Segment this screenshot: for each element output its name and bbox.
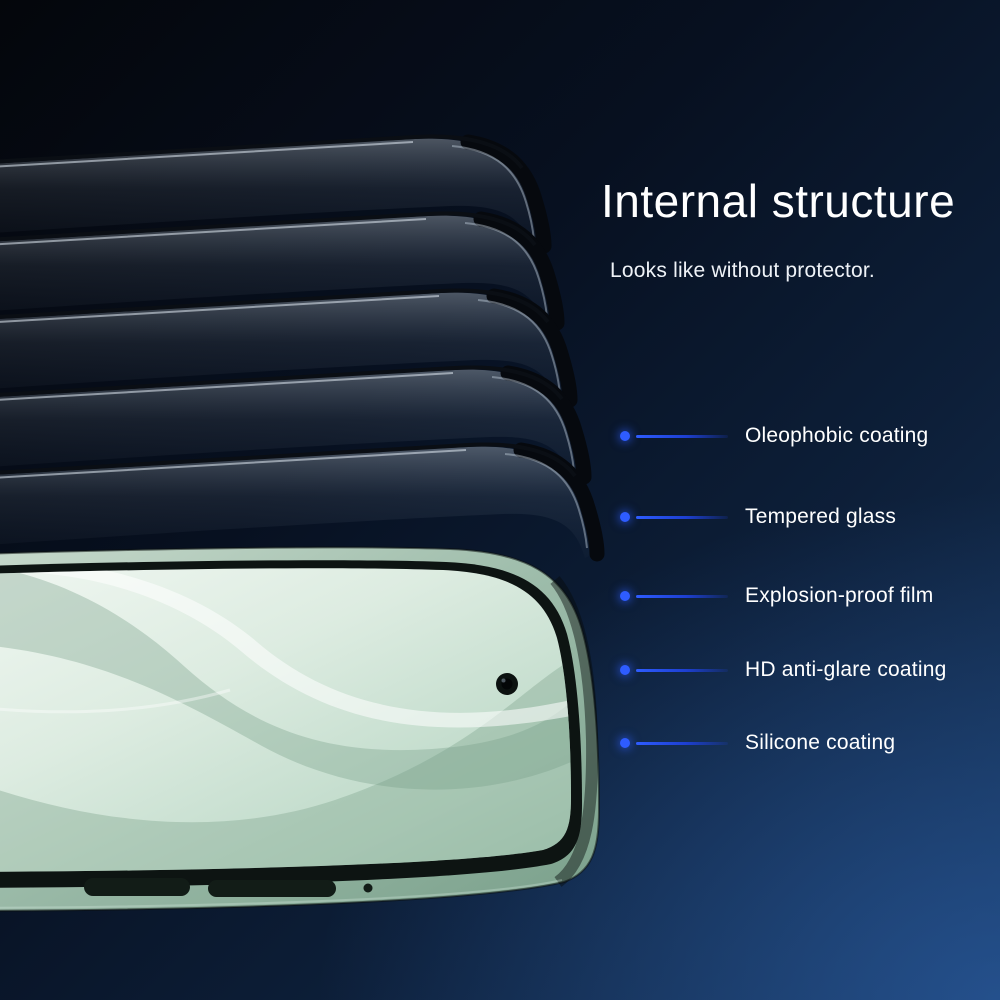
callout-line bbox=[636, 741, 728, 745]
speaker-slot bbox=[84, 878, 190, 896]
layer-callout-tempered-glass: Tempered glass bbox=[620, 502, 896, 532]
layer-label: Explosion-proof film bbox=[745, 584, 934, 607]
phone-screen bbox=[0, 568, 571, 872]
phone bbox=[0, 546, 601, 912]
layer-callout-silicone: Silicone coating bbox=[620, 728, 895, 758]
phone-bottom-ports bbox=[0, 878, 563, 909]
bottom-highlight bbox=[0, 879, 563, 909]
callout-line bbox=[636, 668, 728, 672]
phone-edge-shade bbox=[550, 576, 599, 887]
layer-callout-explosion-proof: Explosion-proof film bbox=[620, 581, 933, 611]
glass-layer-5 bbox=[0, 445, 597, 558]
page-title: Internal structure bbox=[601, 175, 956, 227]
front-camera-glint bbox=[501, 678, 506, 683]
usb-port-slot bbox=[208, 880, 336, 897]
screen-wallpaper bbox=[0, 568, 571, 872]
layer-label: HD anti-glare coating bbox=[745, 658, 947, 681]
layer-callout-oleophobic: Oleophobic coating bbox=[620, 421, 928, 451]
subtitle: Looks like without protector. bbox=[610, 259, 875, 282]
callout-line bbox=[636, 434, 728, 438]
callout-dot-icon bbox=[620, 591, 630, 601]
layer-label: Oleophobic coating bbox=[745, 424, 929, 447]
callout-dot-icon bbox=[620, 738, 630, 748]
callout-dot-icon bbox=[620, 431, 630, 441]
callout-dot-icon bbox=[620, 665, 630, 675]
callout-line bbox=[636, 515, 728, 519]
callout-line bbox=[636, 594, 728, 598]
callout-dot-icon bbox=[620, 512, 630, 522]
mic-hole bbox=[363, 883, 373, 893]
layer-callout-anti-glare: HD anti-glare coating bbox=[620, 655, 946, 685]
front-camera-lens bbox=[501, 678, 513, 690]
layer-label: Silicone coating bbox=[745, 731, 896, 754]
layer-label: Tempered glass bbox=[745, 505, 897, 528]
